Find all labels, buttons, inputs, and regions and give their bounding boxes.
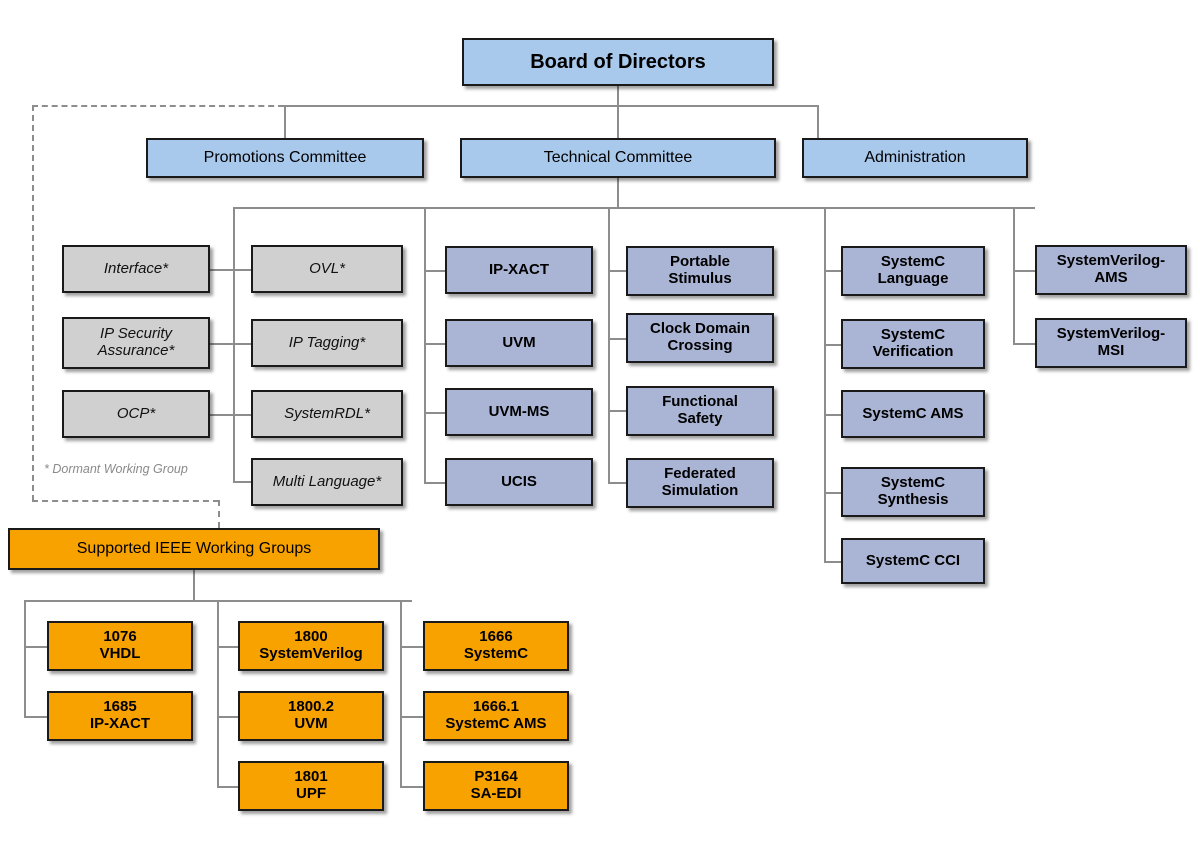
connector-rung-interface-ovl — [210, 269, 252, 271]
connector-stub-uvm — [424, 343, 446, 345]
box-board-of-directors[interactable]: Board of Directors — [462, 38, 774, 86]
box-systemverilog-msi[interactable]: SystemVerilog- MSI — [1035, 318, 1187, 368]
box-ieee-1800-systemverilog[interactable]: 1800 SystemVerilog — [238, 621, 384, 671]
connector-ieee-stem — [193, 569, 195, 601]
connector-stub-systemverilog-msi — [1013, 343, 1036, 345]
box-interface[interactable]: Interface* — [62, 245, 210, 293]
box-ieee-1801-upf[interactable]: 1801 UPF — [238, 761, 384, 811]
box-ieee-1666-1-systemc-ams[interactable]: 1666.1 SystemC AMS — [423, 691, 569, 741]
connector-drop-technical — [617, 105, 619, 138]
box-ieee-1666-systemc[interactable]: 1666 SystemC — [423, 621, 569, 671]
connector-ieee-stub-1666 — [400, 646, 424, 648]
connector-ieee-stub-1685 — [24, 716, 48, 718]
dashed-drop-segment — [218, 500, 220, 528]
box-portable-stimulus[interactable]: Portable Stimulus — [626, 246, 774, 296]
box-systemrdl[interactable]: SystemRDL* — [251, 390, 403, 438]
connector-rung-ipsec-iptagging — [210, 343, 252, 345]
connector-ieee-stub-1801 — [217, 786, 239, 788]
dashed-bottom-segment — [32, 500, 219, 502]
dashed-top-segment — [32, 105, 284, 107]
connector-drop-promotions — [284, 105, 286, 138]
connector-rung-multilanguage — [233, 481, 252, 483]
connector-stub-federated-simulation — [608, 482, 627, 484]
connector-stub-systemc-language — [824, 270, 842, 272]
connector-level2-bus — [284, 105, 818, 107]
connector-ieee-col1-spine — [24, 600, 26, 717]
box-ieee-1800-2-uvm[interactable]: 1800.2 UVM — [238, 691, 384, 741]
box-ovl[interactable]: OVL* — [251, 245, 403, 293]
connector-ieee-col3-spine — [400, 600, 402, 787]
connector-ieee-stub-18002 — [217, 716, 239, 718]
connector-stub-ipxact — [424, 270, 446, 272]
connector-board-stem — [617, 86, 619, 106]
dormant-working-group-note: * Dormant Working Group — [44, 462, 188, 476]
connector-ieee-stub-16661 — [400, 716, 424, 718]
connector-ieee-stub-p3164 — [400, 786, 424, 788]
box-federated-simulation[interactable]: Federated Simulation — [626, 458, 774, 508]
box-systemc-synthesis[interactable]: SystemC Synthesis — [841, 467, 985, 517]
box-ieee-1076-vhdl[interactable]: 1076 VHDL — [47, 621, 193, 671]
connector-technical-bus — [233, 207, 1035, 209]
box-technical-committee[interactable]: Technical Committee — [460, 138, 776, 178]
box-uvm[interactable]: UVM — [445, 319, 593, 367]
dashed-left-segment — [32, 105, 34, 501]
connector-stub-systemc-verification — [824, 344, 842, 346]
box-systemverilog-ams[interactable]: SystemVerilog- AMS — [1035, 245, 1187, 295]
box-ip-tagging[interactable]: IP Tagging* — [251, 319, 403, 367]
connector-ieee-col2-spine — [217, 600, 219, 787]
connector-systemc-spine — [824, 207, 826, 562]
box-ieee-1685-ip-xact[interactable]: 1685 IP-XACT — [47, 691, 193, 741]
box-ieee-p3164-sa-edi[interactable]: P3164 SA-EDI — [423, 761, 569, 811]
box-ocp[interactable]: OCP* — [62, 390, 210, 438]
connector-technical-stem — [617, 178, 619, 208]
connector-ieee-stub-1076 — [24, 646, 48, 648]
box-functional-safety[interactable]: Functional Safety — [626, 386, 774, 436]
box-ucis[interactable]: UCIS — [445, 458, 593, 506]
box-uvm-ms[interactable]: UVM-MS — [445, 388, 593, 436]
box-ip-xact[interactable]: IP-XACT — [445, 246, 593, 294]
connector-stub-systemc-ams — [824, 414, 842, 416]
connector-stub-ucis — [424, 482, 446, 484]
connector-standards-spine — [424, 207, 426, 483]
connector-stub-systemverilog-ams — [1013, 270, 1036, 272]
connector-drop-administration — [817, 105, 819, 138]
box-systemc-cci[interactable]: SystemC CCI — [841, 538, 985, 584]
box-systemc-ams[interactable]: SystemC AMS — [841, 390, 985, 438]
box-ip-security-assurance[interactable]: IP Security Assurance* — [62, 317, 210, 369]
connector-rung-ocp-systemrdl — [210, 414, 252, 416]
connector-stub-systemc-cci — [824, 561, 842, 563]
connector-stub-uvmms — [424, 412, 446, 414]
connector-stub-systemc-synthesis — [824, 492, 842, 494]
box-administration[interactable]: Administration — [802, 138, 1028, 178]
box-supported-ieee-working-groups[interactable]: Supported IEEE Working Groups — [8, 528, 380, 570]
box-systemc-language[interactable]: SystemC Language — [841, 246, 985, 296]
connector-methodology-spine — [608, 207, 610, 483]
connector-stub-functional-safety — [608, 410, 627, 412]
connector-stub-portable-stimulus — [608, 270, 627, 272]
box-systemc-verification[interactable]: SystemC Verification — [841, 319, 985, 369]
box-promotions-committee[interactable]: Promotions Committee — [146, 138, 424, 178]
box-multi-language[interactable]: Multi Language* — [251, 458, 403, 506]
connector-stub-clock-domain-crossing — [608, 338, 627, 340]
connector-ieee-stub-1800 — [217, 646, 239, 648]
connector-systemverilog-spine — [1013, 207, 1015, 344]
box-clock-domain-crossing[interactable]: Clock Domain Crossing — [626, 313, 774, 363]
